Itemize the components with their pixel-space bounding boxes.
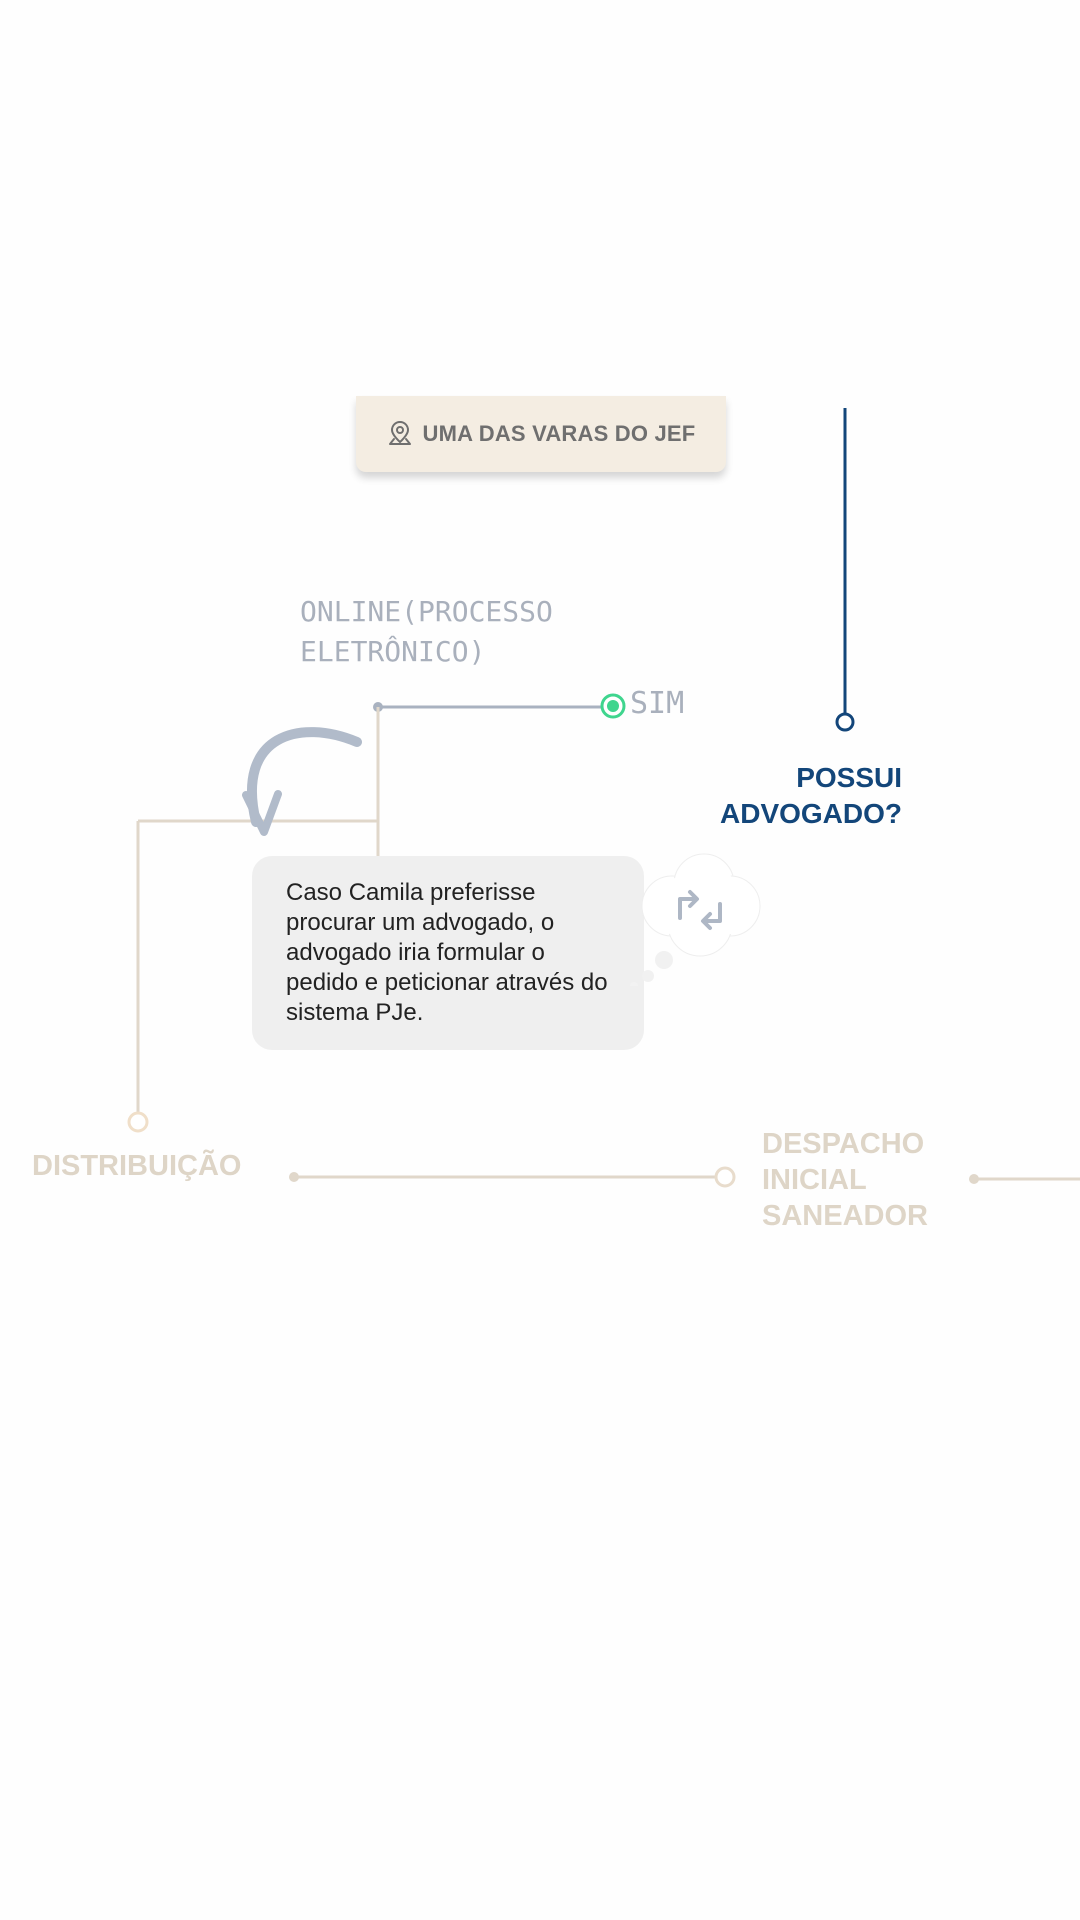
swap-arrows-cloud-icon (630, 853, 761, 986)
sim-option-node-fill (607, 700, 619, 712)
question-label: POSSUI ADVOGADO? (720, 762, 902, 829)
timeline-node (714, 1166, 736, 1188)
mode-label: ONLINE(PROCESSO ELETRÔNICO) (300, 595, 553, 668)
question-connector-node (835, 712, 855, 732)
curved-arrow-icon (246, 727, 362, 827)
stage-label-despacho: DESPACHO INICIAL SANEADOR (762, 1128, 928, 1232)
option-label-sim[interactable]: SIM (630, 686, 685, 721)
curved-arrow-head (242, 790, 282, 836)
location-label: UMA DAS VARAS DO JEF (422, 421, 696, 446)
note-bubble: Caso Camila preferisse procurar um advog… (252, 856, 644, 1050)
map-pin-icon (388, 420, 411, 445)
distribution-node (127, 1111, 149, 1133)
location-card: UMA DAS VARAS DO JEF (356, 396, 726, 472)
stage-label-distribuicao: DISTRIBUIÇÃO (32, 1150, 242, 1182)
